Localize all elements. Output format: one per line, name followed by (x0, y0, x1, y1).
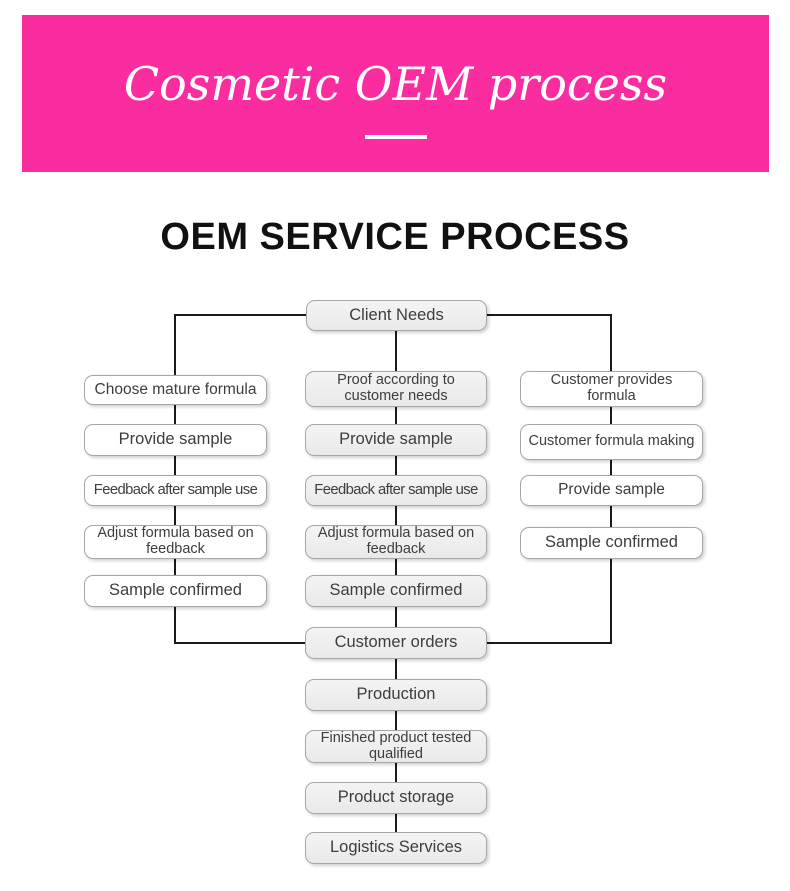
flow-box-logistics-services: Logistics Services (305, 832, 487, 864)
connector-line (395, 607, 397, 627)
connector-line (175, 314, 307, 316)
connector-line (395, 659, 397, 679)
connector-line (487, 642, 612, 644)
connector-line (174, 405, 176, 425)
banner-underline (364, 134, 427, 139)
banner: Cosmetic OEM process (22, 15, 769, 172)
flow-box-sample-confirmed-middle: Sample confirmed (305, 575, 487, 607)
connector-line (174, 559, 176, 575)
connector-line (395, 331, 397, 372)
flow-box-customer-provides-formula: Customer provides formula (520, 371, 703, 407)
connector-line (610, 506, 612, 527)
connector-line (395, 456, 397, 475)
flow-box-finished-product-tested-qualified: Finished product tested qualified (305, 730, 487, 763)
connector-line (610, 460, 612, 475)
connector-line (610, 559, 612, 644)
flow-box-sample-confirmed-right: Sample confirmed (520, 527, 703, 559)
flow-box-provide-sample-left: Provide sample (84, 424, 267, 456)
connector-line (610, 314, 612, 371)
flow-box-provide-sample-right: Provide sample (520, 475, 703, 506)
flow-box-feedback-after-sample-use-left: Feedback after sample use (84, 475, 267, 506)
section-heading: OEM SERVICE PROCESS (160, 216, 630, 258)
flow-box-client-needs: Client Needs (306, 300, 487, 331)
flow-box-adjust-formula-left: Adjust formula based on feedback (84, 525, 267, 559)
flow-box-adjust-formula-middle: Adjust formula based on feedback (305, 525, 487, 559)
connector-line (395, 814, 397, 832)
connector-line (395, 711, 397, 730)
banner-title: Cosmetic OEM process (123, 56, 668, 111)
connector-line (174, 506, 176, 525)
flow-box-feedback-after-sample-use-middle: Feedback after sample use (305, 475, 487, 506)
connector-line (610, 407, 612, 424)
flow-box-customer-orders: Customer orders (305, 627, 487, 659)
connector-line (395, 407, 397, 424)
flow-box-proof-according-customer-needs: Proof according to customer needs (305, 371, 487, 407)
connector-line (174, 607, 176, 644)
connector-line (395, 763, 397, 782)
connector-line (174, 314, 176, 375)
connector-line (395, 559, 397, 575)
flow-box-customer-formula-making: Customer formula making (520, 424, 703, 460)
connector-line (174, 642, 305, 644)
flow-box-product-storage: Product storage (305, 782, 487, 814)
connector-line (174, 456, 176, 475)
flow-box-provide-sample-middle: Provide sample (305, 424, 487, 456)
connector-line (487, 314, 612, 316)
connector-line (395, 506, 397, 525)
flow-box-choose-mature-formula: Choose mature formula (84, 375, 267, 405)
flow-box-sample-confirmed-left: Sample confirmed (84, 575, 267, 607)
flow-box-production: Production (305, 679, 487, 711)
